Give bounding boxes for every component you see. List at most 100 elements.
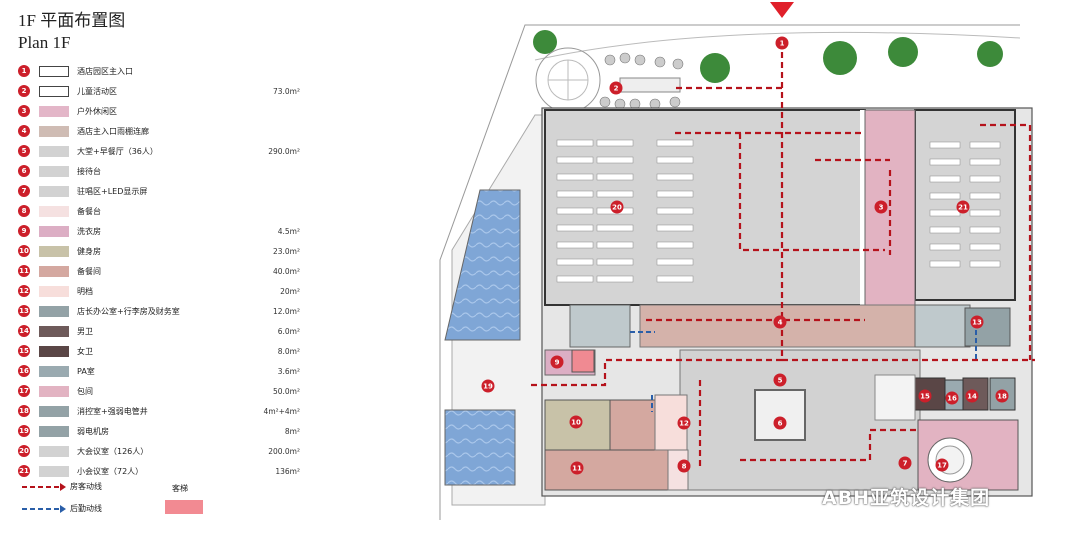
legend-number: 21 [18,465,30,477]
legend-area: 8.0m² [277,346,300,356]
legend-swatch [39,85,69,97]
legend-swatch [39,305,69,317]
legend-number: 11 [18,265,30,277]
meeting-table [969,141,1001,149]
legend-number: 18 [18,405,30,417]
svg-text:12: 12 [679,420,689,428]
legend-label: 女卫 [77,346,93,356]
legend-label: 小会议室（72人） [77,466,144,476]
plan-marker-21: 21 [956,200,970,214]
svg-text:10: 10 [571,419,581,427]
svg-text:15: 15 [920,393,930,401]
legend-number: 9 [18,225,30,237]
legend-swatch [39,345,69,357]
legend-swatch [39,245,69,257]
meeting-table [556,156,594,164]
legend-swatch [39,325,69,337]
legend-swatch [39,365,69,377]
legend-number: 19 [18,425,30,437]
service-route [630,330,977,412]
svg-text:6: 6 [778,420,783,428]
plan-marker-1: 1 [775,36,789,50]
legend-number: 20 [18,445,30,457]
legend-swatch [39,425,69,437]
svg-text:20: 20 [612,204,622,212]
svg-text:4: 4 [778,319,783,327]
meeting-table [596,224,634,232]
legend-number: 7 [18,185,30,197]
meeting-table [656,241,694,249]
legend-number: 8 [18,205,30,217]
meeting-table [929,175,961,183]
svg-text:18: 18 [997,393,1007,401]
meeting-table [656,224,694,232]
legend-label: 男卫 [77,326,93,336]
legend-swatch [39,285,69,297]
legend-area: 20m² [280,286,300,296]
legend-area: 136m² [275,466,300,476]
watermark: ABH亚筑设计集团 [822,487,991,509]
legend-label: 健身房 [77,246,101,256]
legend-item-4: 4 酒店主入口雨棚连廊 [18,122,300,140]
meeting-table [656,207,694,215]
svg-text:19: 19 [483,383,493,391]
title-cn: 1F 平面布置图 [18,11,126,30]
legend-label: 酒店园区主入口 [77,66,133,76]
legend-item-8: 8 备餐台 [18,202,300,220]
svg-text:11: 11 [572,465,582,473]
legend-label: 备餐台 [77,206,101,216]
plan-marker-19: 19 [481,379,495,393]
legend-number: 15 [18,345,30,357]
meeting-table [929,243,961,251]
legend-number: 4 [18,125,30,137]
legend-label: 酒店主入口雨棚连廊 [77,126,149,136]
meeting-table [656,275,694,283]
legend-area: 73.0m² [272,86,300,96]
meeting-table [556,224,594,232]
service-line-swatch [22,504,66,513]
meeting-table [656,156,694,164]
meeting-table [969,209,1001,217]
legend-number: 5 [18,145,30,157]
plan-marker-2: 2 [609,81,623,95]
plan-marker-4: 4 [773,315,787,329]
legend-label: 店长办公室+行李房及财务室 [77,306,180,316]
legend-swatch [39,385,69,397]
plan-marker-5: 5 [773,373,787,387]
legend-area: 23.0m² [272,246,300,256]
legend-area: 3.6m² [277,366,300,376]
meeting-table [596,139,634,147]
legend-number: 12 [18,285,30,297]
svg-text:3: 3 [879,204,884,212]
legend-label: 大会议室（126人） [77,446,149,456]
legend-swatch [39,185,69,197]
legend-item-21: 21 小会议室（72人） 136m² [18,462,300,480]
legend-label: 明档 [77,286,93,296]
legend-label: 备餐间 [77,266,101,276]
svg-text:14: 14 [967,393,977,401]
meeting-table [596,156,634,164]
svg-text:21: 21 [958,204,968,212]
meeting-table [656,173,694,181]
meeting-table [969,243,1001,251]
legend-area: 50.0m² [272,386,300,396]
legend-swatch [39,405,69,417]
meeting-table [556,275,594,283]
plan-marker-9: 9 [550,355,564,369]
legend-label: PA室 [77,366,95,376]
svg-text:17: 17 [937,462,947,470]
legend-swatch [39,465,69,477]
plan-marker-18: 18 [995,389,1009,403]
plan-marker-7: 7 [898,456,912,470]
tree-icon [533,30,1003,83]
legend-number: 3 [18,105,30,117]
meeting-table [929,192,961,200]
meeting-table [969,260,1001,268]
legend-item-15: 15 女卫 8.0m² [18,342,300,360]
legend-label: 大堂+早餐厅（36人） [77,146,158,156]
